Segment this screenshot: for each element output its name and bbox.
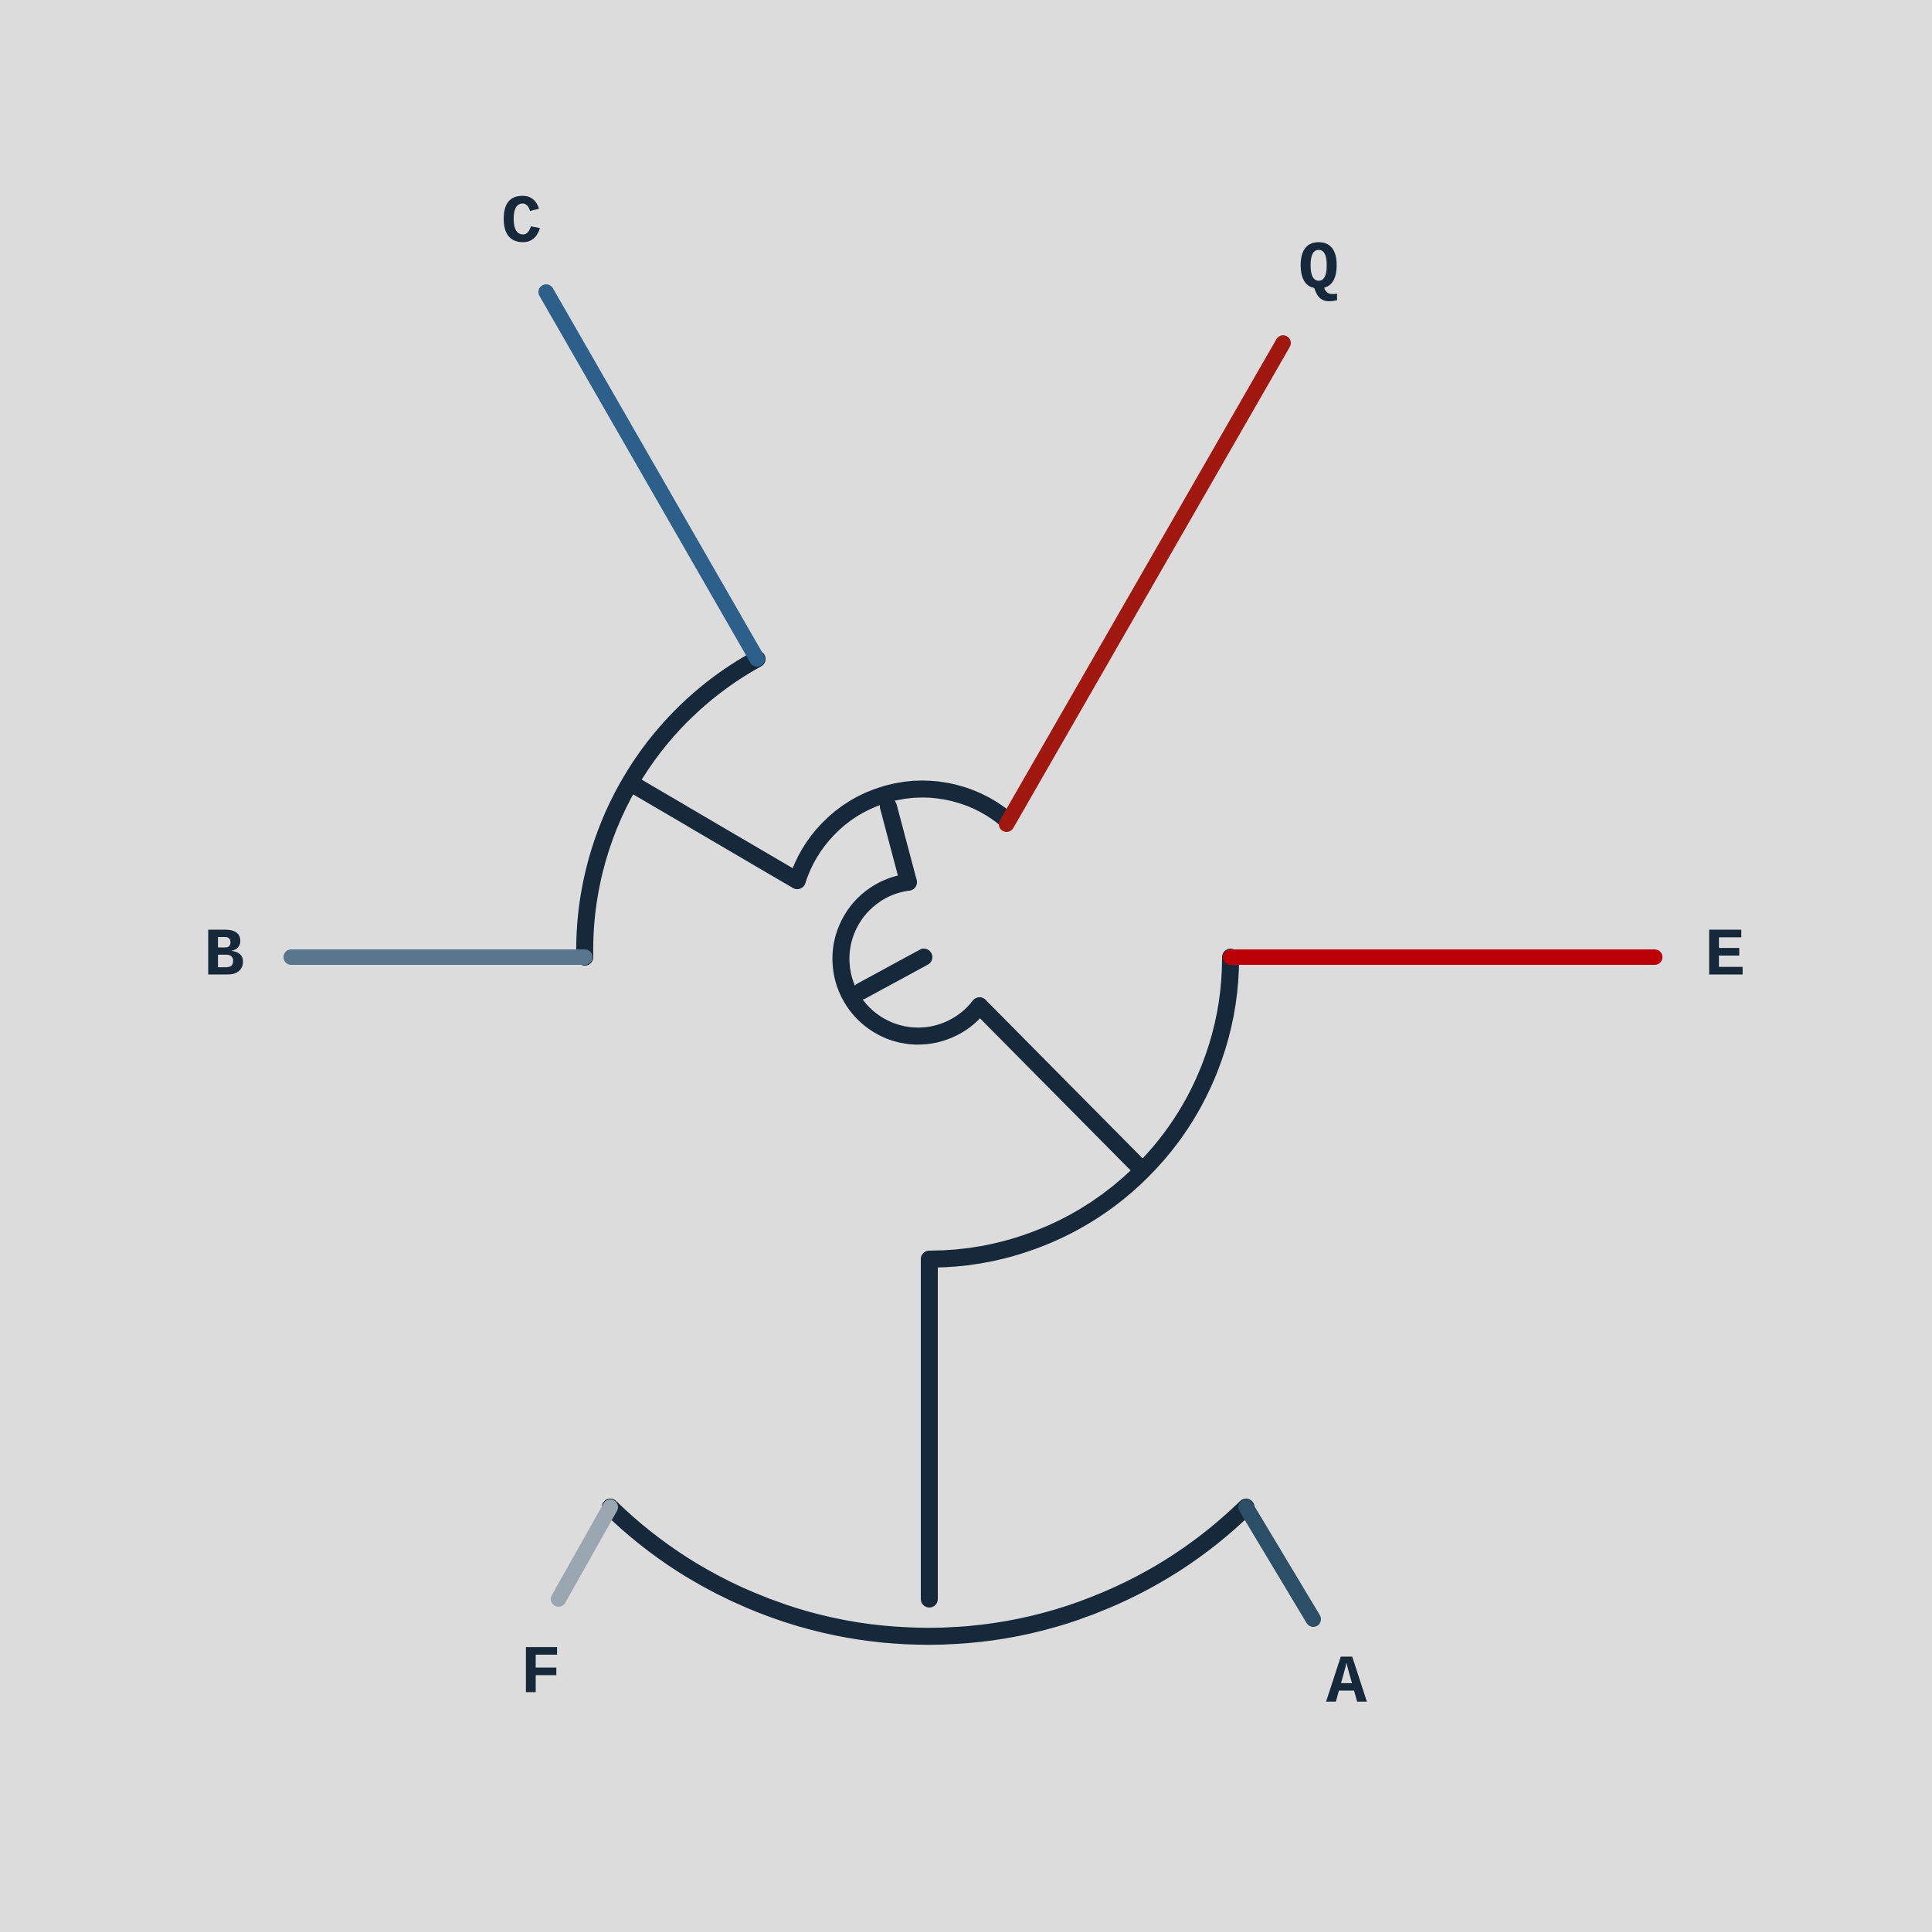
leaf-branches [284, 284, 1662, 1627]
be-clade-branch [971, 997, 1151, 1179]
cq-clade-arc [789, 780, 1015, 889]
leaf-branch-q [999, 335, 1291, 832]
bc-clade-arc [576, 650, 766, 966]
leaf-label-q: Q [1299, 233, 1339, 309]
leaf-branch-f [551, 1499, 618, 1607]
root-arc [602, 1499, 1255, 1645]
leaf-labels: C Q B E F A [204, 186, 1746, 1723]
bc-clade-branch [623, 775, 806, 889]
internal-edges [576, 650, 1255, 1645]
inner-branch-short [853, 949, 932, 1000]
leaf-label-c: C [501, 186, 542, 263]
inner-arc [832, 874, 988, 1045]
leaf-branch-a [1238, 1499, 1321, 1627]
leaf-label-b: B [204, 919, 245, 996]
inner-branch-up [880, 798, 917, 891]
leaf-label-a: A [1326, 1646, 1367, 1723]
leaf-label-e: E [1705, 919, 1746, 996]
leaf-label-f: F [521, 1637, 562, 1713]
leaf-branch-c [538, 284, 765, 667]
